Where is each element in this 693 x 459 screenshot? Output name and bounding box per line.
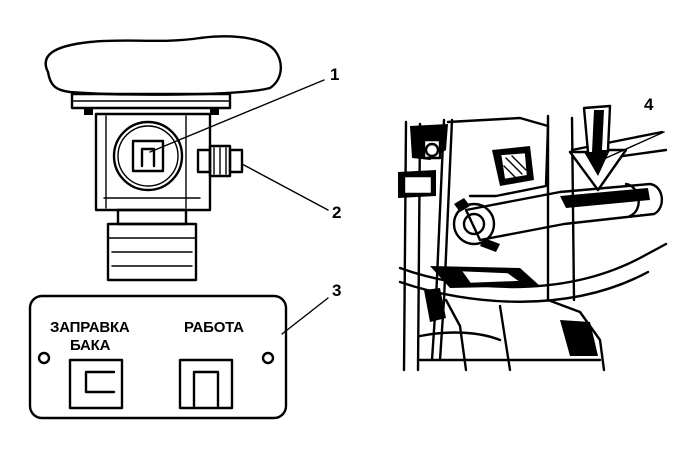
valve-lower-cylinder — [106, 222, 198, 282]
valve-side-fitting — [196, 144, 244, 178]
callout-1-label: 1 — [330, 65, 339, 84]
plate-screw-left — [37, 351, 51, 365]
callout-3-label: 3 — [332, 281, 341, 300]
valve-dial — [112, 120, 184, 192]
plate-screw-right — [261, 351, 275, 365]
callout-1: 1 — [149, 65, 339, 153]
callout-2-label: 2 — [332, 203, 341, 222]
valve-assembly — [44, 35, 282, 282]
valve-dial-work-mark — [140, 147, 156, 168]
valve-lower-neck — [116, 208, 188, 226]
plate-label-fill-line1: ЗАПРАВКА — [50, 319, 130, 336]
plate-work-symbol — [178, 358, 234, 410]
mode-plate-border — [28, 294, 288, 420]
installation-view — [398, 104, 668, 372]
plate-label-fill-line2: БАКА — [70, 337, 111, 354]
valve-dial-window — [131, 139, 165, 173]
plate-label-work: РАБОТА — [184, 319, 244, 336]
lever-pivot — [452, 202, 496, 246]
plate-fill-symbol — [68, 358, 124, 410]
callout-3: 3 — [281, 281, 341, 335]
mode-plate: ЗАПРАВКА БАКА РАБОТА — [28, 294, 288, 420]
valve-lever — [452, 182, 663, 252]
valve-top-cover — [44, 35, 282, 96]
callout-2: 2 — [241, 163, 341, 222]
callout-4: 4 — [605, 95, 665, 159]
callout-4-label: 4 — [644, 95, 654, 114]
